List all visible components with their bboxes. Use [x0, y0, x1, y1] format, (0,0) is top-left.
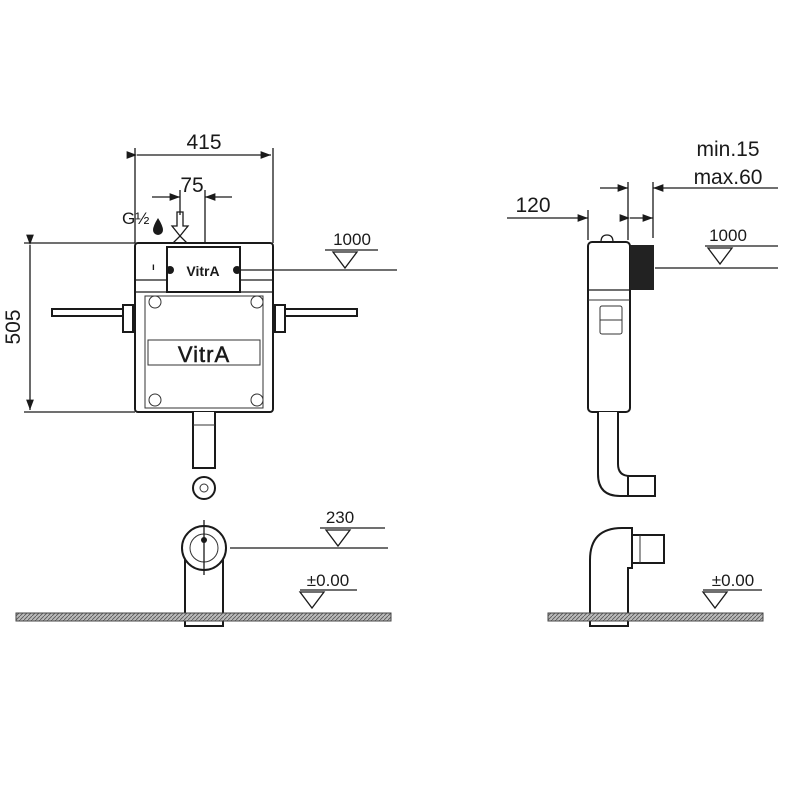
front-view: 415 75 G½ 505 Vi [2, 131, 397, 627]
level-marker-1000: 1000 [240, 230, 397, 271]
inlet-arrow-icon [170, 211, 190, 238]
side-level-marker-1000: 1000 [655, 226, 778, 269]
width-dimension: 415 [126, 131, 274, 243]
level-230-label: 230 [326, 508, 354, 527]
inlet-size-label: G½ [122, 209, 149, 228]
floor-front [15, 612, 392, 622]
floor-side [547, 612, 764, 622]
level-1000-label: 1000 [333, 230, 371, 249]
water-drop-icon [153, 218, 163, 235]
height-dim-label: 505 [2, 309, 25, 344]
width-dim-label: 415 [186, 131, 221, 154]
side-view: min.15 max.60 120 1000 ±0.00 [507, 138, 778, 627]
inlet-offset-label: 75 [180, 174, 203, 197]
wall-min-label: min.15 [696, 138, 759, 161]
brand-panel-label: VitrA [178, 342, 230, 367]
side-level-marker-floor: ±0.00 [701, 571, 762, 610]
brand-panel [147, 339, 261, 366]
brand-top-label: VitrA [186, 263, 219, 279]
depth-dim-label: 120 [515, 194, 550, 217]
level-marker-230: 230 [230, 508, 388, 549]
inlet-offset-dimension: 75 [152, 174, 232, 243]
svg-text:ı: ı [152, 262, 155, 273]
level-marker-floor-front: ±0.00 [298, 571, 357, 610]
height-dimension: 505 [2, 234, 135, 413]
wall-max-label: max.60 [694, 166, 763, 189]
side-level-1000-label: 1000 [709, 226, 747, 245]
floor-level-side-label: ±0.00 [712, 571, 754, 590]
cistern-side-body [587, 241, 631, 413]
flush-pipe [192, 412, 216, 469]
side-pan-connector [589, 527, 633, 627]
flush-plate-side [630, 245, 654, 290]
floor-level-front-label: ±0.00 [307, 571, 349, 590]
